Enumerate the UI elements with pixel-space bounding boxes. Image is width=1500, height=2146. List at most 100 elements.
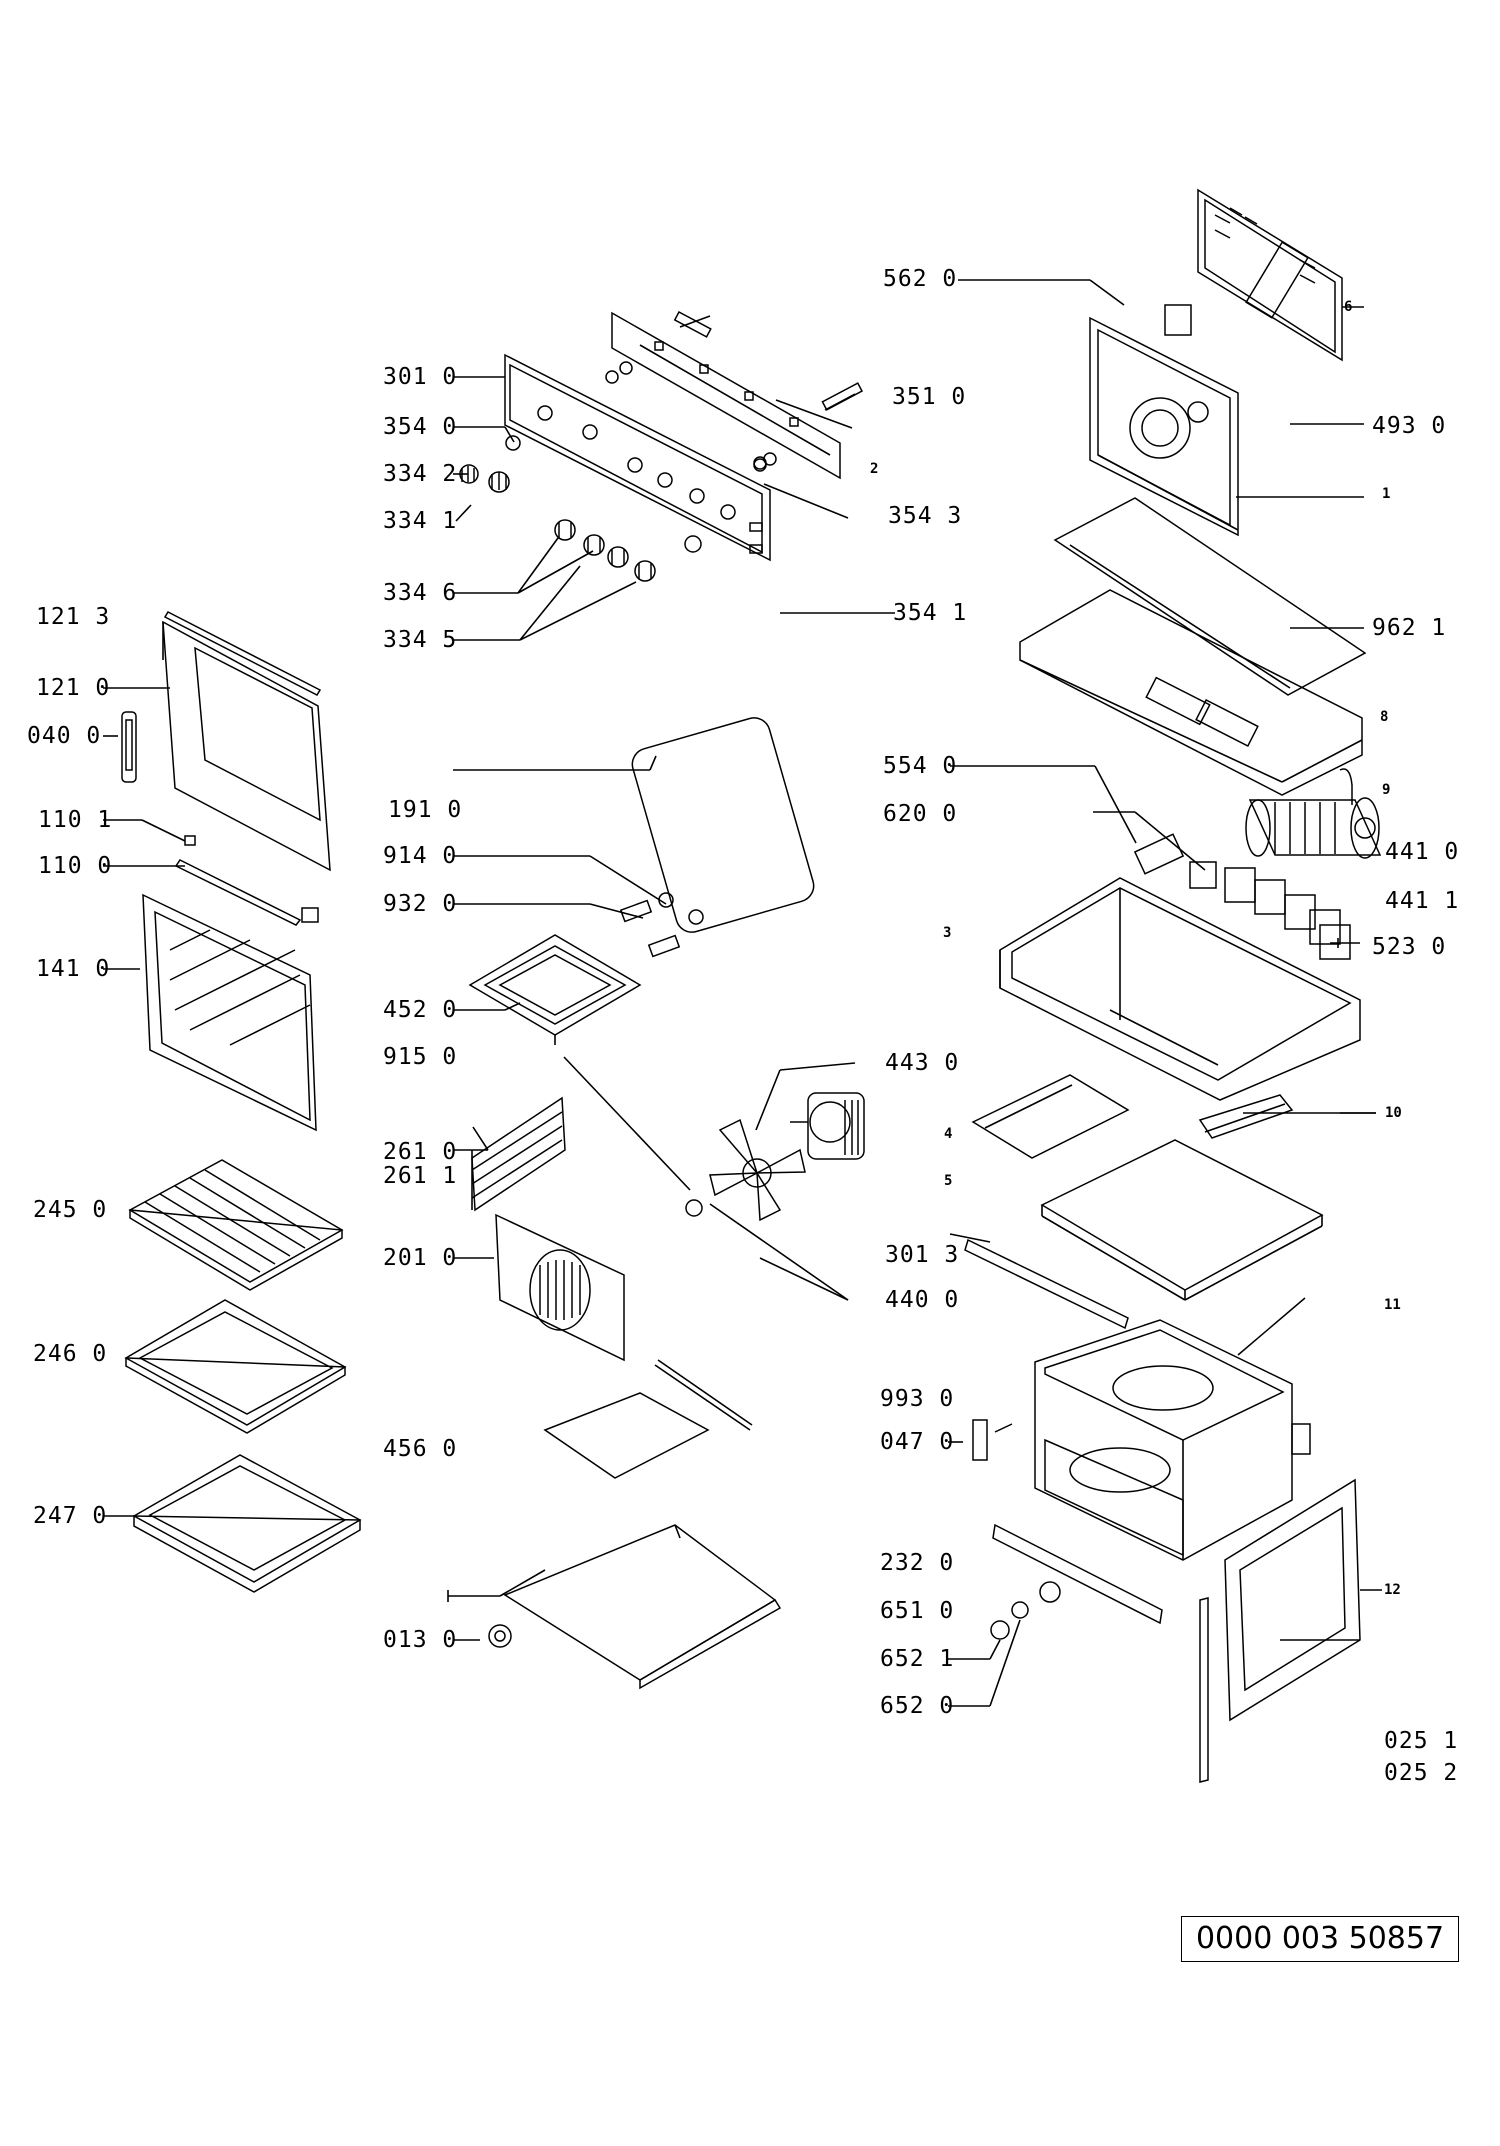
cooling-pipe-part [1339,768,1353,805]
door-glass-part [142,893,317,1132]
document-number: 0000 003 50857 [1181,1916,1459,1962]
index-label-6: 6 [1344,299,1353,315]
part-label-562-0: 562 0 [883,266,958,292]
part-label-261-1: 261 1 [383,1163,458,1189]
leader-tick-marks [447,938,1339,1602]
part-label-993-0: 993 0 [880,1386,955,1412]
part-label-443-0: 443 0 [885,1050,960,1076]
part-label-261-0: 261 0 [383,1139,458,1165]
door-hinge-part [121,711,137,783]
index-label-8: 8 [1380,709,1389,725]
fan-blade-part [685,1118,806,1222]
baking-tray-part [124,1299,347,1434]
part-label-245-0: 245 0 [33,1197,108,1223]
index-label-9: 9 [1382,782,1391,798]
bottom-cover-part [503,1524,782,1690]
part-label-110-0: 110 0 [38,853,113,879]
part-label-334-1: 334 1 [383,508,458,534]
grill-element-part [468,934,642,1045]
door-hinges-part [992,1523,1209,1783]
top-panel-part [1019,589,1363,796]
part-label-354-0: 354 0 [383,414,458,440]
terminal-blocks-part [1133,833,1351,960]
insulation-plate-part [971,1074,1130,1159]
part-label-334-2: 334 2 [383,461,458,487]
part-label-493-0: 493 0 [1372,413,1447,439]
index-label-4: 4 [944,1126,953,1142]
fan-cover-part [495,1213,625,1362]
part-label-452-0: 452 0 [383,997,458,1023]
rotisserie-part [543,1359,753,1479]
grill-glass-part [631,717,815,933]
drip-pan-part [132,1454,362,1593]
bracket-plate-part [1198,1094,1294,1139]
part-label-334-6: 334 6 [383,580,458,606]
lamp-parts-part [972,1419,1061,1640]
part-label-441-1: 441 1 [1385,888,1460,914]
part-label-932-0: 932 0 [383,891,458,917]
foot-part [488,1624,512,1648]
part-label-232-0: 232 0 [880,1550,955,1576]
pins-part [679,315,1306,1433]
cooling-fan-part [1245,797,1382,859]
frame-part [999,877,1361,1101]
part-label-440-0: 440 0 [885,1287,960,1313]
part-label-025-1: 025 1 [1384,1728,1459,1754]
part-label-651-0: 651 0 [880,1598,955,1624]
part-label-354-3: 354 3 [888,503,963,529]
part-label-121-0: 121 0 [36,675,111,701]
index-label-1: 1 [1382,486,1391,502]
index-label-5: 5 [944,1173,953,1189]
part-label-047-0: 047 0 [880,1429,955,1455]
part-label-121-3: 121 3 [36,604,111,630]
part-label-191-0: 191 0 [388,797,463,823]
part-label-247-0: 247 0 [33,1503,108,1529]
part-label-246-0: 246 0 [33,1341,108,1367]
part-label-013-0: 013 0 [383,1627,458,1653]
part-label-523-0: 523 0 [1372,934,1447,960]
door-trim-part [163,611,322,696]
part-label-025-2: 025 2 [1384,1760,1459,1786]
knobs-part [459,435,767,582]
index-label-11: 11 [1384,1297,1401,1313]
part-label-351-0: 351 0 [892,384,967,410]
leader-lines [103,279,1382,1707]
bottom-plate-part [1040,1139,1324,1301]
part-label-110-1: 110 1 [38,807,113,833]
gasket-strip-part [1053,497,1367,696]
side-door-part [1224,1478,1361,1722]
door-inner-frame-part [162,620,331,872]
control-panel-rear-part [605,311,864,480]
rear-cover-part [1197,188,1343,362]
index-label-2: 2 [870,461,879,477]
part-label-652-1: 652 1 [880,1646,955,1672]
part-label-141-0: 141 0 [36,956,111,982]
part-label-301-0: 301 0 [383,364,458,390]
part-label-620-0: 620 0 [883,801,958,827]
part-label-301-3: 301 3 [885,1242,960,1268]
back-panel-part [1089,304,1239,537]
part-label-914-0: 914 0 [383,843,458,869]
part-label-354-1: 354 1 [893,600,968,626]
index-label-10: 10 [1385,1105,1402,1121]
part-label-334-5: 334 5 [383,627,458,653]
fan-motor-part [790,1092,865,1160]
side-racks-part [471,1096,566,1212]
part-label-441-0: 441 0 [1385,839,1460,865]
part-label-456-0: 456 0 [383,1436,458,1462]
trim-strip-part [964,1238,1129,1330]
index-label-3: 3 [943,925,952,941]
door-hinge-pins-part [174,835,319,926]
grill-connectors-part [619,892,704,958]
control-panel-front-part [504,353,771,562]
part-label-201-0: 201 0 [383,1245,458,1271]
part-label-652-0: 652 0 [880,1693,955,1719]
part-label-040-0: 040 0 [27,723,102,749]
index-label-12: 12 [1384,1582,1401,1598]
part-label-554-0: 554 0 [883,753,958,779]
part-label-962-1: 962 1 [1372,615,1447,641]
part-label-915-0: 915 0 [383,1044,458,1070]
oven-cavity-part [1034,1319,1311,1561]
